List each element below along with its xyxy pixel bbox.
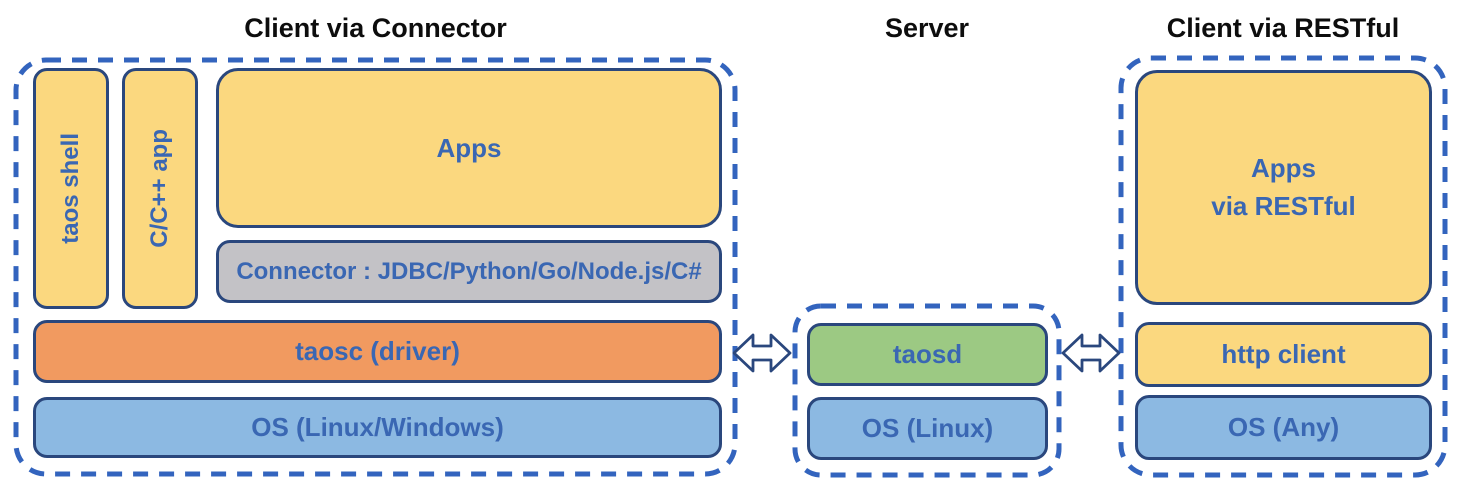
os-linux-label: OS (Linux) <box>861 413 994 443</box>
apps-label: Apps <box>436 132 502 163</box>
connector-label: Connector : JDBC/Python/Go/Node.js/C# <box>236 257 702 285</box>
os-any-label: OS (Any) <box>1227 412 1340 442</box>
taos-shell-label: taos shell <box>57 133 84 244</box>
restful-client-container: Apps via RESTful http client OS (Any) <box>1118 55 1448 478</box>
taosc-label: taosc (driver) <box>295 336 460 366</box>
box-apps-via-restful: Apps via RESTful <box>1135 70 1432 305</box>
dashed-border <box>1118 55 1448 478</box>
box-http-client: http client <box>1135 322 1432 387</box>
box-cpp-app: C/C++ app <box>122 68 198 309</box>
apps-via-restful-label: Apps via RESTful <box>1211 152 1356 221</box>
box-taos-shell: taos shell <box>33 68 109 309</box>
http-client-label: http client <box>1221 339 1346 369</box>
os-linux-windows-label: OS (Linux/Windows) <box>251 412 504 442</box>
cpp-app-label: C/C++ app <box>146 129 173 248</box>
box-os-linux: OS (Linux) <box>807 397 1048 460</box>
bidirectional-arrow-icon-right <box>1061 333 1121 373</box>
dashed-border <box>13 57 738 477</box>
box-os-any: OS (Any) <box>1135 395 1432 460</box>
box-taosd: taosd <box>807 323 1048 386</box>
box-connector: Connector : JDBC/Python/Go/Node.js/C# <box>216 240 722 303</box>
box-apps: Apps <box>216 68 722 228</box>
dashed-border <box>792 303 1062 478</box>
server-container: taosd OS (Linux) <box>792 303 1062 478</box>
server-title: Server <box>884 13 970 43</box>
connector-client-title: Client via Connector <box>244 13 507 43</box>
connector-client-container: taos shell C/C++ app Apps Connector : JD… <box>13 57 738 477</box>
taosd-label: taosd <box>892 339 963 369</box>
bidirectional-arrow-icon-left <box>732 333 792 373</box>
box-os-linux-windows: OS (Linux/Windows) <box>33 397 722 458</box>
box-taosc-driver: taosc (driver) <box>33 320 722 383</box>
restful-client-title: Client via RESTful <box>1166 13 1400 43</box>
